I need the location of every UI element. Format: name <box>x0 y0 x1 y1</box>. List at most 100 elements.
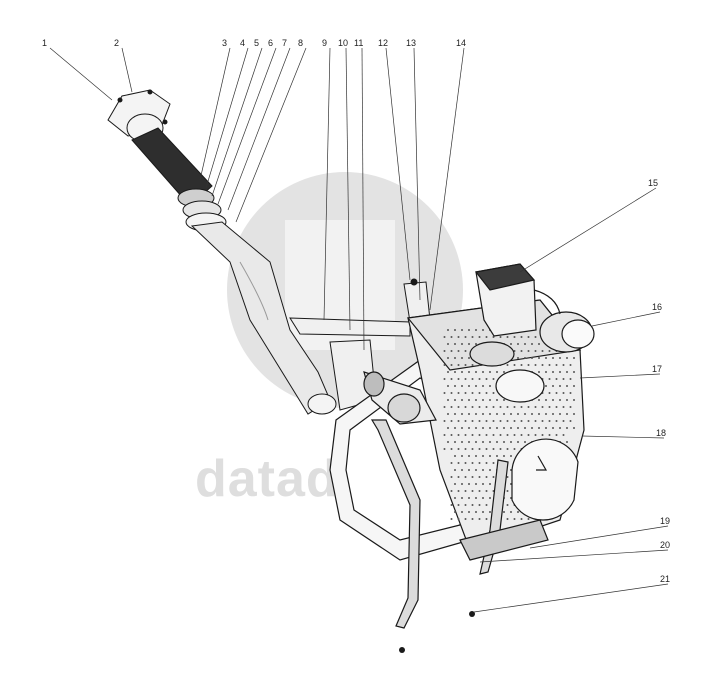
perforation-dot <box>559 413 561 415</box>
perforation-dot <box>510 455 512 457</box>
perforation-dot <box>517 413 519 415</box>
perforation-dot <box>443 350 446 352</box>
perforation-dot <box>496 413 498 415</box>
perforation-dot <box>450 476 453 478</box>
perforation-dot <box>450 392 453 394</box>
perforation-dot <box>566 441 568 443</box>
perforation-dot <box>527 406 530 408</box>
perforation-dot <box>450 336 453 338</box>
perforation-dot <box>475 469 477 471</box>
perforation-dot <box>503 413 505 415</box>
perforation-dot <box>506 518 509 520</box>
perforation-dot <box>489 371 491 373</box>
perforation-dot <box>471 462 474 464</box>
perforation-dot <box>447 427 449 429</box>
callout-label-12: 12 <box>378 38 388 48</box>
perforation-dot <box>457 504 460 506</box>
perforation-dot <box>527 350 530 352</box>
perforation-dot <box>461 413 463 415</box>
perforation-dot <box>489 413 491 415</box>
perforation-dot <box>499 448 502 450</box>
perforation-dot <box>485 434 488 436</box>
perforation-dot <box>517 343 519 345</box>
perforation-dot <box>450 406 453 408</box>
perforation-dot <box>478 336 481 338</box>
perforation-dot <box>482 329 484 331</box>
elbow-joint <box>533 289 561 315</box>
callout-label-6: 6 <box>268 38 273 48</box>
perforation-dot <box>468 455 470 457</box>
perforation-dot <box>506 448 509 450</box>
perforation-dot <box>471 420 474 422</box>
perforation-dot <box>454 413 456 415</box>
perforation-dot <box>475 483 477 485</box>
perforation-dot <box>464 364 467 366</box>
perforation-dot <box>541 364 544 366</box>
perforation-dot <box>447 357 449 359</box>
perforation-dot <box>562 406 565 408</box>
perforation-dot <box>454 329 456 331</box>
perforation-dot <box>464 336 467 338</box>
leader-line-4 <box>205 47 249 189</box>
perforation-dot <box>475 511 477 513</box>
flex-hose <box>131 127 213 207</box>
perforation-dot <box>489 483 491 485</box>
perforation-dot <box>548 350 551 352</box>
perforation-dot <box>496 441 498 443</box>
perforation-dot <box>485 490 488 492</box>
perforation-dot <box>555 420 558 422</box>
perforation-dot <box>534 406 537 408</box>
leader-line-14 <box>429 47 465 311</box>
perforation-dot <box>520 518 523 520</box>
perforation-dot <box>447 413 449 415</box>
perforation-dot <box>464 462 467 464</box>
perforation-dot <box>527 364 530 366</box>
perforation-dot <box>443 434 446 436</box>
perforation-dot <box>461 483 463 485</box>
perforation-dot <box>468 483 470 485</box>
perforation-dot <box>475 497 477 499</box>
perforation-dot <box>524 441 526 443</box>
perforation-dot <box>471 364 474 366</box>
callout-label-18: 18 <box>656 428 666 438</box>
bottom-rail <box>459 519 549 561</box>
perforation-dot <box>566 399 568 401</box>
perforation-dot <box>468 357 470 359</box>
perforation-dot <box>457 434 460 436</box>
perforation-dot <box>548 392 551 394</box>
perforation-dot <box>559 385 561 387</box>
perforation-dot <box>468 441 470 443</box>
perforation-dot <box>454 455 456 457</box>
perforation-dot <box>573 357 575 359</box>
callout-label-20: 20 <box>660 540 670 550</box>
perforation-dot <box>468 385 470 387</box>
perforation-dot <box>461 371 463 373</box>
perforation-dot <box>527 518 530 520</box>
perforation-dot <box>548 434 551 436</box>
perforation-dot <box>496 427 498 429</box>
perforation-dot <box>538 427 540 429</box>
perforation-dot <box>464 350 467 352</box>
callout-label-7: 7 <box>282 38 287 48</box>
perforation-dot <box>482 497 484 499</box>
perforation-dot <box>478 406 481 408</box>
perforation-dot <box>496 399 498 401</box>
perforation-dot <box>545 371 547 373</box>
perforation-dot <box>555 392 558 394</box>
perforation-dot <box>499 406 502 408</box>
perforation-dot <box>454 357 456 359</box>
perforation-dot <box>513 364 516 366</box>
callout-label-13: 13 <box>406 38 416 48</box>
perforation-dot <box>454 511 456 513</box>
perforation-dot <box>450 350 453 352</box>
perforation-dot <box>492 448 495 450</box>
perforation-dot <box>489 511 491 513</box>
perforation-dot <box>489 497 491 499</box>
perforation-dot <box>461 357 463 359</box>
perforation-dot <box>450 490 453 492</box>
perforation-dot <box>457 518 460 520</box>
perforation-dot <box>478 420 481 422</box>
perforation-dot <box>573 413 575 415</box>
perforation-dot <box>562 434 565 436</box>
